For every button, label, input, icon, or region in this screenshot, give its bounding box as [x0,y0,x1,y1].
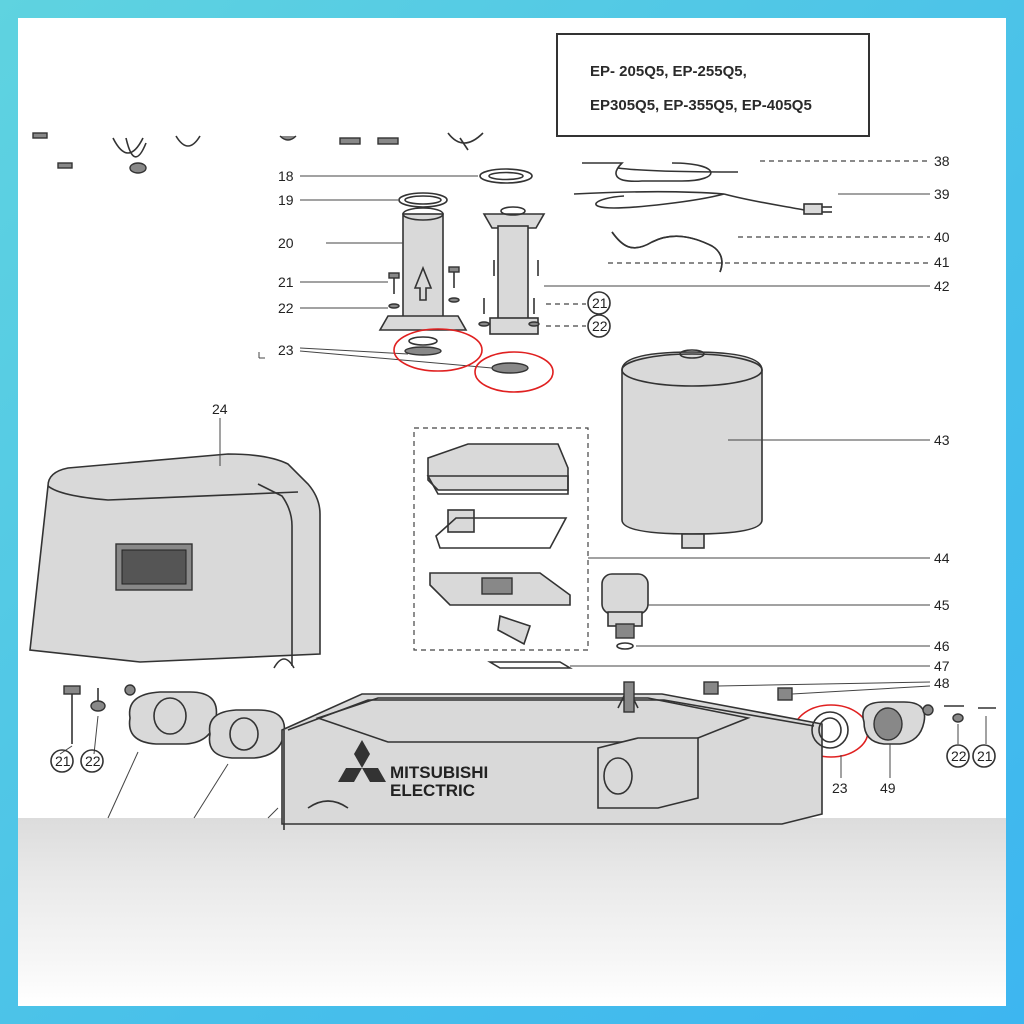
callout-22-right: 22 [951,748,967,764]
callout-22-circled: 22 [592,318,608,334]
left-flanges [107,691,286,819]
part-23-gaskets-top [404,346,529,374]
callout-labels: 18 19 20 21 22 23 21 22 24 38 39 40 41 4… [55,153,993,796]
callout-41: 41 [934,254,950,270]
callout-22-left: 22 [85,753,101,769]
circled-callouts [50,291,996,773]
callout-21: 21 [278,274,294,290]
part-18-gasket [479,168,533,184]
model-list-line-1: EP- 205Q5, EP-255Q5, [590,63,747,80]
callout-38: 38 [934,153,950,169]
part-21-screws [388,260,539,314]
callout-40: 40 [934,229,950,245]
callout-21-left: 21 [55,753,71,769]
brand-line-1: MITSUBISHI [390,763,488,782]
callout-48: 48 [934,675,950,691]
mitsubishi-logo-icon [338,740,386,782]
part-48-caps [703,681,931,701]
pump-base-housing: MITSUBISHI ELECTRIC [281,681,823,830]
part-46-o-ring [616,642,930,650]
callout-18: 18 [278,168,294,184]
right-bottom-parts [811,701,996,778]
callout-39: 39 [934,186,950,202]
part-44-control-unit [413,427,930,651]
part-42-bracket [482,206,546,335]
callout-44: 44 [934,550,950,566]
callout-24: 24 [212,401,228,417]
part-19-o-ring [398,192,448,208]
callout-47: 47 [934,658,950,674]
callout-49: 49 [880,780,896,796]
part-47-gasket [487,661,930,669]
scan-shadow [18,818,1006,1006]
brand-line-2: ELECTRIC [390,781,475,800]
callout-23-right: 23 [832,780,848,796]
part-24-cover [29,418,321,669]
callout-43: 43 [934,432,950,448]
cropped-top-parts [32,132,484,174]
callout-21-right: 21 [977,748,993,764]
diagram-frame: EP- 205Q5, EP-255Q5, EP305Q5, EP-355Q5, … [18,18,1006,1006]
part-20-pipe [378,207,468,346]
callout-22: 22 [278,300,294,316]
left-bottom-fasteners [59,684,136,755]
part-39-power-cord [573,190,832,215]
leader-lines-upper-left [258,175,586,369]
callout-42: 42 [934,278,950,294]
callout-45: 45 [934,597,950,613]
callout-19: 19 [278,192,294,208]
callout-21-circled: 21 [592,295,608,311]
callout-46: 46 [934,638,950,654]
leader-lines-upper-right [544,160,930,287]
callout-23: 23 [278,342,294,358]
callout-20: 20 [278,235,294,251]
part-38-cable [582,162,739,183]
model-list-line-2: EP305Q5, EP-355Q5, EP-405Q5 [590,97,812,114]
part-40-hose [611,231,723,273]
part-43-pressure-tank [621,349,930,549]
part-22-washers [388,297,540,327]
model-list-box: EP- 205Q5, EP-255Q5, EP305Q5, EP-355Q5, … [556,33,870,137]
exploded-parts-diagram: MITSUBISHI ELECTRIC [29,132,996,830]
part-45-pressure-switch [601,573,930,639]
